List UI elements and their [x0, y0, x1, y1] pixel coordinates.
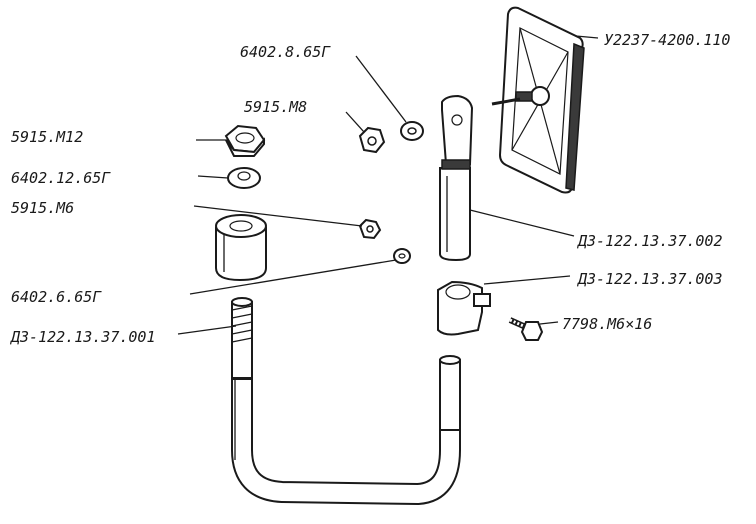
leader-washer-8: [355, 55, 407, 123]
nut-m6-part: [358, 218, 382, 240]
label-ubracket: Д3-122.13.37.001: [9, 328, 156, 346]
rod-part: [439, 94, 474, 262]
label-clamp: Д3-122.13.37.003: [576, 270, 723, 288]
washer-12-part: [227, 167, 261, 189]
leader-rod: [469, 209, 575, 237]
label-washer-6: 6402.6.65Г: [11, 288, 102, 306]
label-washer-12: 6402.12.65Г: [11, 169, 111, 187]
u-bracket-part: [231, 297, 461, 505]
label-nut-m8: 5915.М8: [244, 98, 307, 116]
label-rod: Д3-122.13.37.002: [576, 232, 723, 250]
label-nut-m6: 5915.М6: [11, 199, 74, 217]
nut-m12-part: [224, 124, 266, 157]
leader-mirror: [575, 35, 599, 39]
spacer-sleeve-part: [215, 214, 267, 282]
washer-6-part: [393, 248, 411, 264]
label-bolt: 7798.М6×16: [562, 315, 652, 333]
leader-nut-m8: [345, 111, 365, 133]
leader-washer-12: [197, 175, 229, 179]
leader-bolt: [539, 321, 559, 325]
leader-ubracket: [177, 325, 237, 335]
nut-m8-part: [358, 126, 386, 154]
label-nut-m12: 5915.М12: [11, 128, 83, 146]
label-washer-8: 6402.8.65Г: [240, 43, 331, 61]
leader-clamp: [483, 275, 571, 285]
label-mirror: У2237-4200.110: [604, 31, 730, 49]
leader-lines: [177, 35, 599, 335]
part-labels: У2237-4200.110 6402.8.65Г 5915.М8 5915.М…: [9, 31, 730, 346]
clamp-part: [437, 280, 491, 336]
leader-nut-m6: [193, 205, 363, 227]
mirror-part: [491, 6, 585, 194]
washer-8-part: [400, 121, 424, 141]
bolt-part: [508, 317, 544, 341]
leader-washer-6: [189, 259, 397, 295]
